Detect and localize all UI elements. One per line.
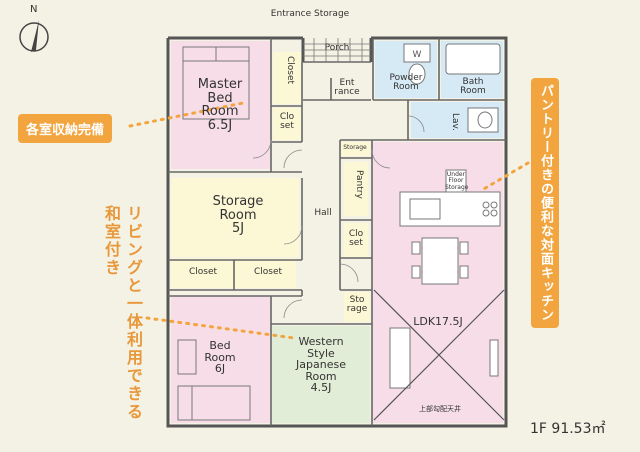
porch-label: Porch	[324, 43, 350, 53]
storage-mid-label: Sto rage	[346, 295, 368, 315]
kitchen-counter	[399, 169, 501, 227]
closet-a-label: Closet	[188, 267, 218, 277]
lav-label: Lav.	[450, 113, 460, 132]
closet-small-1-label: Clo set	[279, 112, 295, 132]
storage-mid-fill	[344, 292, 370, 322]
master-bed-room-label: Master Bed Room 6.5J	[197, 77, 243, 133]
bed-room-fill	[171, 296, 270, 423]
pantry-label: Pantry	[354, 170, 364, 199]
porch-steps	[303, 38, 371, 62]
sofa-icon	[389, 327, 499, 389]
ceiling-note-label: 上部勾配天井	[419, 405, 461, 413]
storage-top-fill	[340, 142, 370, 156]
sloped-ceiling-lines	[373, 289, 505, 421]
svg-text:W: W	[413, 50, 422, 60]
bath-room-label: Bath Room	[460, 77, 486, 97]
compass-icon	[19, 20, 49, 52]
closet-small-1-fill	[273, 108, 301, 140]
master-bed-fill	[171, 41, 270, 169]
callout-lines	[128, 101, 530, 340]
storage-top-label: Storage	[343, 144, 367, 151]
closet-small-2-label: Clo set	[348, 229, 364, 249]
ldk-label: LDK17.5J	[413, 315, 463, 328]
japanese-room-label: Western Style Japanese Room 4.5J	[296, 335, 346, 395]
powder-room-label: Powder Room	[389, 73, 423, 93]
pantry-fill	[344, 162, 368, 216]
kitchen-callout-tag: パントリー付きの便利な対面キッチン	[531, 78, 559, 328]
entrance-label: Ent rance	[334, 78, 360, 98]
closet-master-fill	[273, 52, 301, 104]
dining-table-icon	[411, 237, 469, 285]
storage-room-label: Storage Room 5J	[212, 194, 264, 237]
japanese-room-fill	[272, 326, 370, 423]
bathtub-icon	[445, 43, 501, 75]
hall-label: Hall	[314, 208, 332, 218]
closet-small-2-fill	[344, 223, 368, 257]
compass-label: N	[30, 4, 38, 15]
storage-room-fill	[171, 178, 299, 257]
entrance-storage-label: Entrance Storage	[270, 9, 350, 19]
closet-master-label: Closet	[285, 56, 295, 85]
under-floor-storage-label: Under Floor Storage	[445, 171, 469, 191]
closet-b-label: Closet	[253, 267, 283, 277]
bed-room-label: Bed Room 6J	[204, 339, 236, 376]
bed-icon	[182, 46, 250, 120]
floor-area-label: 1F 91.53㎡	[530, 421, 606, 437]
japanese-room-callout: リビングと一体利用できる和室付き	[102, 205, 143, 421]
storage-callout-tag: 各室収納完備	[18, 114, 113, 143]
sink-icon	[467, 107, 499, 133]
toilet-icon: W	[403, 43, 431, 85]
bed-icon-2	[177, 339, 251, 421]
door-swings	[252, 115, 425, 319]
